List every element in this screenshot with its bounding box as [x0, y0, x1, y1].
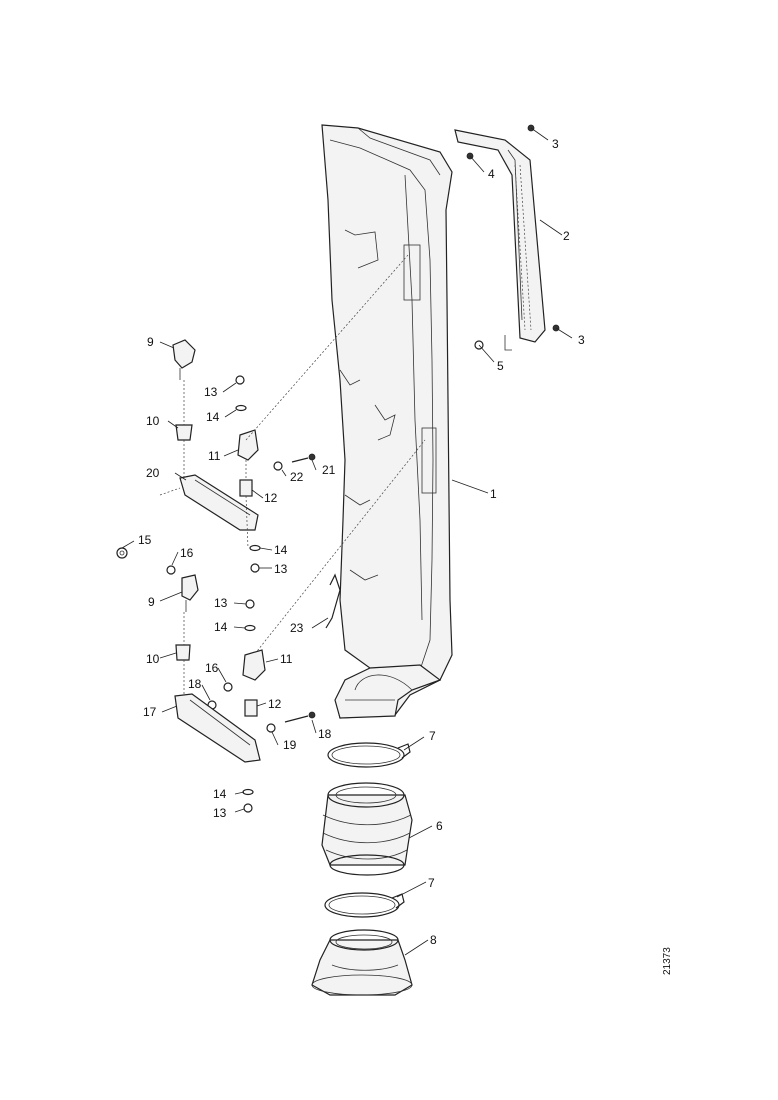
bracket-part-11-lower: [242, 649, 266, 681]
callout-19: 19: [283, 738, 297, 752]
screw-part-21: [291, 453, 316, 463]
callout-6: 6: [436, 819, 443, 833]
bushing-part-10-upper: [175, 380, 193, 441]
callout-10-lower: 10: [146, 652, 160, 666]
callout-11-upper: 11: [208, 449, 221, 463]
guide-line-upper: [245, 254, 409, 441]
callout-11-lower: 11: [280, 652, 293, 666]
nut-part-15: [116, 547, 128, 559]
washer-part-22: [273, 461, 283, 471]
callout-16-lower: 16: [205, 661, 219, 675]
callout-13-lower-b: 13: [213, 806, 227, 820]
screw-part-18-right: [284, 711, 316, 723]
bushing-part-10-lower: [175, 612, 191, 695]
spring-clip-part-23: [325, 573, 341, 629]
bellows-part-6: [321, 782, 413, 876]
lever-arm-part-17: [174, 693, 261, 763]
washer-part-14-lower-b: [242, 788, 254, 796]
screw-part-4: [466, 152, 485, 173]
callout-7-lower: 7: [428, 876, 435, 890]
strip-part-2: [454, 129, 546, 351]
callout-3-bottom: 3: [578, 333, 585, 347]
callout-4: 4: [488, 167, 495, 181]
guide-line-lower: [249, 439, 426, 661]
callout-14-upper-b: 14: [274, 543, 288, 557]
callout-14-lower-b: 14: [213, 787, 227, 801]
leader-lines: [121, 219, 563, 956]
washer-part-14-lower-a: [244, 624, 256, 632]
washer-part-19: [266, 723, 276, 733]
screw-part-3-bottom: [552, 324, 573, 339]
callout-3-top: 3: [552, 137, 559, 151]
callout-1: 1: [490, 487, 497, 501]
nut-part-13-lower-b: [243, 803, 253, 813]
callout-18-right: 18: [318, 727, 332, 741]
callout-13-upper-b: 13: [274, 562, 288, 576]
screw-part-3-top: [527, 124, 549, 141]
bracket-part-11-upper: [237, 429, 259, 461]
callout-20: 20: [146, 466, 160, 480]
callout-13-upper-a: 13: [204, 385, 218, 399]
callout-5: 5: [497, 359, 504, 373]
callout-22: 22: [290, 470, 304, 484]
pin-part-12-lower: [244, 699, 258, 717]
callout-15: 15: [138, 533, 152, 547]
callout-2: 2: [563, 229, 570, 243]
callout-23: 23: [290, 621, 304, 635]
washer-part-14-upper-a: [235, 404, 247, 412]
lever-arm-part-20: [159, 474, 259, 531]
nut-part-13-upper-a: [235, 375, 245, 385]
callout-10-upper: 10: [146, 414, 160, 428]
knob-part-9-upper: [172, 339, 196, 380]
callout-14-lower-a: 14: [214, 620, 228, 634]
callout-9-lower: 9: [148, 595, 155, 609]
base-collar-part-8: [311, 929, 413, 996]
screw-part-5: [474, 340, 495, 363]
callout-17: 17: [143, 705, 157, 719]
callout-7-upper: 7: [429, 729, 436, 743]
knob-part-9-lower: [181, 574, 199, 612]
washer-part-16-lower: [223, 682, 233, 692]
clamp-ring-part-7-upper: [327, 742, 411, 768]
washer-part-16-upper: [166, 565, 176, 575]
clamp-ring-part-7-lower: [324, 892, 405, 918]
callout-16-upper: 16: [180, 546, 194, 560]
callout-13-lower-a: 13: [214, 596, 228, 610]
callout-21: 21: [322, 463, 336, 477]
callout-12-lower: 12: [268, 697, 282, 711]
handle-body-part-1: [321, 124, 453, 719]
callout-14-upper-a: 14: [206, 410, 220, 424]
callout-18-left: 18: [188, 677, 202, 691]
nut-part-13-upper-b: [250, 563, 260, 573]
nut-part-13-lower-a: [245, 599, 255, 609]
callout-9-upper: 9: [147, 335, 154, 349]
washer-part-14-upper-b: [249, 544, 261, 552]
drawing-reference-number: 21373: [662, 947, 673, 975]
callout-8: 8: [430, 933, 437, 947]
callout-12-upper: 12: [264, 491, 278, 505]
pin-part-12-upper: [239, 479, 253, 497]
